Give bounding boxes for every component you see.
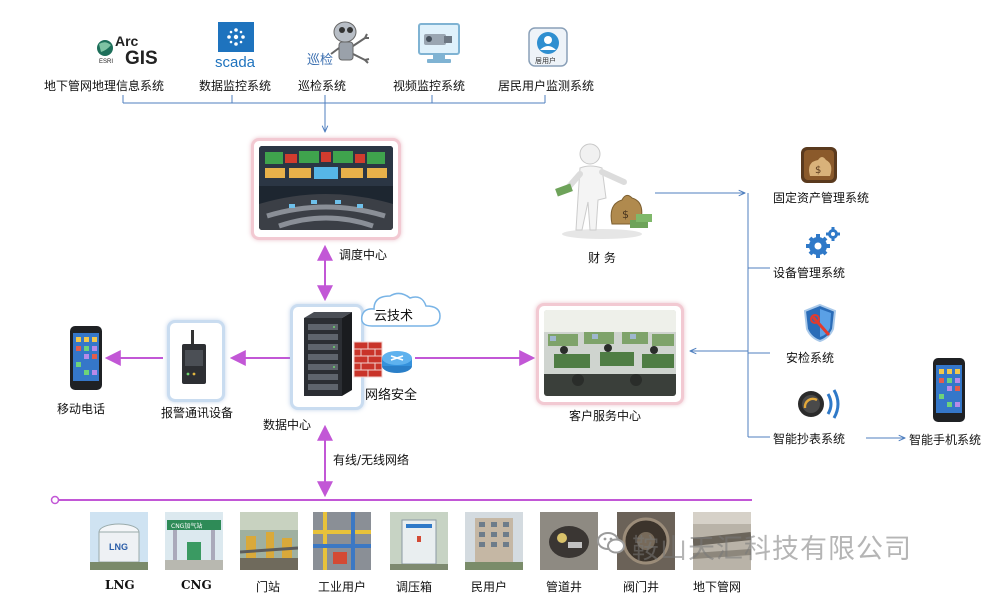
top-system-label-patrol: 巡检系统 (298, 79, 347, 93)
dispatch-center-photo (259, 146, 393, 230)
bottom-tile-pipe-well (540, 512, 598, 570)
wechat-watermark-icon (596, 528, 626, 558)
top-system-bus (122, 95, 546, 132)
finance-figure-icon: $ (552, 142, 654, 240)
meter-signal-icon (795, 384, 847, 424)
mobile-phone-icon (68, 326, 104, 392)
top-system-label-gis: 地下管网地理信息系统 (44, 79, 165, 93)
finance-label: 财 务 (588, 251, 616, 265)
mobile-phone-label: 移动电话 (57, 402, 106, 416)
customer-service-label: 客户服务中心 (569, 409, 642, 423)
patrol-logo-text: 巡检 (307, 53, 333, 68)
arcgis-logo-small: ESRI (99, 59, 113, 65)
svg-text:$: $ (622, 208, 629, 221)
bottom-label-lng: LNG (105, 578, 135, 592)
smartphone-icon (931, 358, 967, 424)
bottom-label-underground-pipe: 地下管网 (693, 580, 742, 594)
right-system-label-equipment: 设备管理系统 (773, 266, 846, 280)
cloud-icon (358, 288, 444, 330)
data-center-label: 数据中心 (263, 418, 312, 432)
right-system-bus (655, 193, 905, 438)
scada-logo-text: scada (215, 54, 256, 70)
right-system-label-asset: 固定资产管理系统 (773, 191, 870, 205)
cloud-tech-label: 云技术 (374, 309, 414, 324)
bottom-label-cng: CNG (181, 578, 212, 592)
field-bus-line (50, 495, 752, 505)
bottom-label-residential: 民用户 (471, 580, 508, 594)
bottom-label-valve-well: 阀门井 (623, 580, 660, 594)
arcgis-logo-top: Arc (115, 33, 139, 49)
bottom-tile-regulator (390, 512, 448, 570)
network-security-label: 网络安全 (365, 388, 418, 403)
arcgis-logo-icon: Arc GIS ESRI (95, 30, 167, 70)
server-rack-icon (300, 312, 352, 400)
smartphone-system-label: 智能手机系统 (909, 433, 982, 447)
bottom-label-regulator: 调压箱 (396, 580, 433, 594)
network-label: 有线/无线网络 (333, 453, 410, 467)
company-watermark: 鞍山天汇科技有限公司 (632, 534, 912, 565)
purple-links (104, 244, 536, 498)
bottom-label-pipe-well: 管道井 (546, 580, 583, 594)
bottom-label-gate-station: 门站 (256, 580, 281, 594)
bottom-tile-cng: CNG加气站 (165, 512, 223, 570)
alarm-device-label: 报警通讯设备 (161, 406, 234, 420)
top-system-label-scada: 数据监控系统 (199, 79, 272, 93)
firewall-router-icon (352, 336, 414, 382)
video-camera-icon (415, 22, 463, 68)
right-system-label-meter: 智能抄表系统 (773, 432, 846, 446)
right-system-label-inspection: 安检系统 (786, 351, 835, 365)
shield-check-icon (801, 303, 839, 343)
bottom-tile-gate-station (240, 512, 298, 570)
scada-logo-icon: scada (212, 22, 262, 70)
arcgis-logo-bottom: GIS (125, 48, 158, 69)
bottom-tile-underground-pipe (693, 512, 751, 570)
user-monitor-logo-text: 居用户 (535, 56, 556, 65)
gears-icon (804, 225, 842, 259)
user-monitor-icon: 居用户 (527, 26, 569, 68)
customer-service-photo (544, 310, 676, 396)
patrol-robot-icon: 巡检 (305, 14, 371, 72)
asset-money-icon: $ (800, 146, 838, 184)
bottom-tile-industrial (313, 512, 371, 570)
bottom-tile-valve-well (617, 512, 675, 570)
bottom-tile-lng: LNG (90, 512, 148, 570)
bottom-tile-residential (465, 512, 523, 570)
top-system-label-video: 视频监控系统 (393, 79, 466, 93)
alarm-modem-icon (178, 328, 210, 390)
bottom-label-industrial: 工业用户 (318, 580, 367, 594)
lng-tile-text: LNG (109, 542, 128, 552)
dispatch-center-label: 调度中心 (339, 248, 388, 262)
svg-text:$: $ (815, 165, 821, 176)
cng-tile-text: CNG加气站 (171, 522, 202, 530)
top-system-label-resident: 居民用户监测系统 (498, 79, 595, 93)
